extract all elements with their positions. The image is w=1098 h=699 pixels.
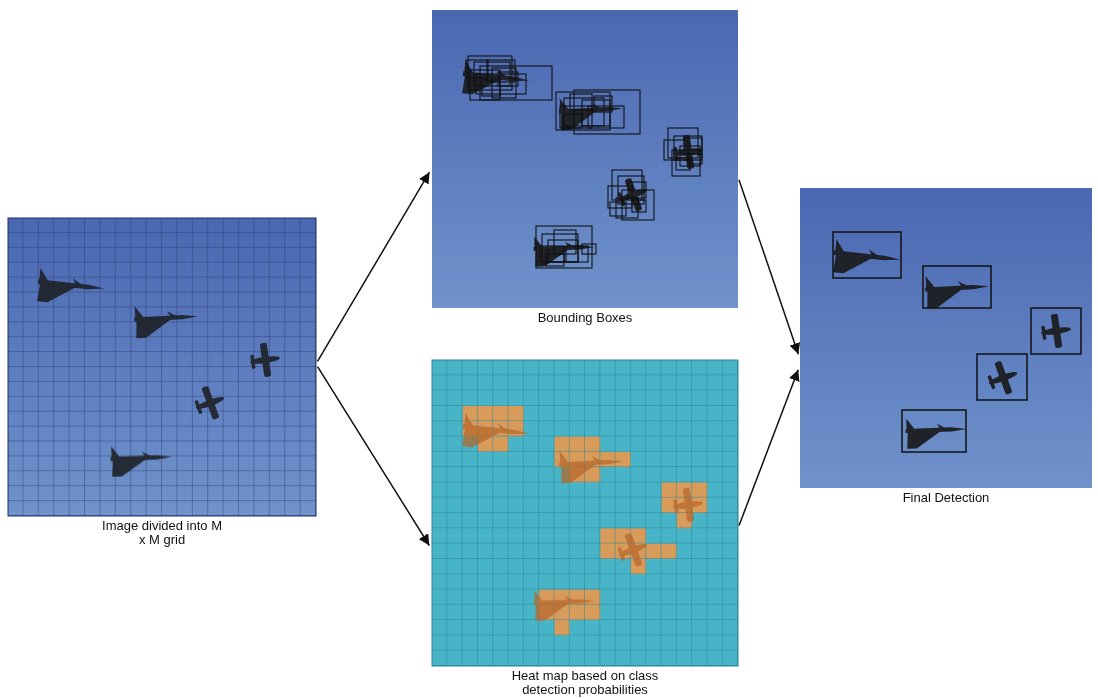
final-detection-image-part-part <box>923 266 991 308</box>
bounding-box-image <box>432 10 738 308</box>
final-detection-image-part <box>800 188 1092 488</box>
heat-map-image-part-part <box>461 413 531 453</box>
bounding-box-image-part-part <box>546 254 564 266</box>
final-detection-image-part <box>833 232 1081 452</box>
final-detection-image-part-part <box>902 410 966 452</box>
bounding-box-image-part-part <box>574 90 640 134</box>
grid-image <box>8 218 316 516</box>
bounding-box-image-part-part <box>588 106 624 128</box>
grid-image-part-part <box>134 303 199 338</box>
panel-caption: Image divided into M x M grid <box>100 519 224 547</box>
heat-map-image-part <box>432 360 738 666</box>
grid-image-part <box>36 268 282 477</box>
bounding-box-image-part-part <box>688 154 702 164</box>
flow-arrow <box>318 172 430 361</box>
heat-map-image-part <box>461 413 705 621</box>
final-detection-image-part-part <box>832 239 902 279</box>
bounding-box-image-part-part <box>556 92 610 130</box>
bounding-box-image-part-part <box>536 226 592 268</box>
final-detection-image-part-part <box>977 354 1027 400</box>
image-panel: Bounding Boxes <box>432 10 738 308</box>
image-panel: Heat map based on class detection probab… <box>432 360 738 666</box>
bounding-box-image-part-part <box>554 230 576 254</box>
bounding-box-image-part-part <box>498 72 518 86</box>
panel-caption: Bounding Boxes <box>538 311 633 325</box>
bounding-box-image-part-part <box>582 100 610 126</box>
bounding-box-image-part-part <box>480 66 552 100</box>
heat-map-image-part-part <box>533 588 595 621</box>
bounding-box-image-part-part <box>548 240 578 262</box>
bounding-box-image-part-part <box>612 170 642 200</box>
bounding-box-image-part-part <box>466 60 488 78</box>
bounding-box-image-part-part <box>610 202 626 216</box>
heat-map-image-part-part <box>613 529 653 571</box>
heat-map-image-part <box>432 360 738 666</box>
flow-arrow <box>318 367 430 546</box>
heat-map-image-part-part <box>559 448 624 483</box>
heat-map-image <box>432 360 738 666</box>
panel-caption: Final Detection <box>903 491 990 505</box>
bounding-box-image-part-part <box>559 95 624 130</box>
bounding-box-image-part-part <box>562 114 582 128</box>
bounding-box-image-part-part <box>684 138 702 154</box>
heat-map-image-part-part <box>671 486 705 524</box>
grid-image-part <box>8 218 316 516</box>
bounding-box-image-part-part <box>616 198 638 218</box>
final-detection-image-part-part <box>905 416 967 449</box>
bounding-box-image-part-part <box>613 174 653 216</box>
bounding-box-image-part <box>461 60 705 267</box>
final-detection-image-part-part <box>1031 308 1081 354</box>
bounding-box-image-part <box>432 10 738 308</box>
final-detection-image-part-part <box>1039 312 1073 350</box>
bounding-box-image-part <box>466 56 702 268</box>
bounding-box-image-part-part <box>468 56 512 90</box>
image-panel: Final Detection <box>800 188 1092 488</box>
bounding-box-image-part-part <box>594 96 612 112</box>
grid-image-part <box>8 218 316 516</box>
bounding-box-image-part-part <box>487 60 515 82</box>
grid-image-part-part <box>110 444 172 477</box>
flow-arrow <box>739 370 798 526</box>
bounding-box-image-part-part <box>533 234 595 267</box>
panel-caption: Heat map based on class detection probab… <box>503 669 668 697</box>
bounding-box-image-part-part <box>542 234 578 262</box>
grid-image-part-part <box>248 341 282 379</box>
bounding-box-image-part-part <box>570 94 592 110</box>
final-detection-image <box>800 188 1092 488</box>
bounding-box-image-part-part <box>560 106 592 128</box>
bounding-box-image-part-part <box>632 200 646 212</box>
final-detection-image-part-part <box>925 273 990 308</box>
image-panel: Image divided into M x M grid <box>8 218 316 516</box>
grid-image-part-part <box>36 268 106 308</box>
grid-image-part <box>8 218 316 516</box>
final-detection-image-part-part <box>833 232 901 278</box>
final-detection-image-part-part <box>983 357 1023 399</box>
flow-arrow <box>739 180 798 355</box>
bounding-box-image-part-part <box>482 80 500 96</box>
final-detection-image-part <box>832 239 1073 449</box>
bounding-box-image-part-part <box>628 182 646 198</box>
grid-image-part-part <box>190 382 230 424</box>
heat-map-image-part <box>432 360 738 666</box>
bounding-box-image-part-part <box>582 244 596 254</box>
